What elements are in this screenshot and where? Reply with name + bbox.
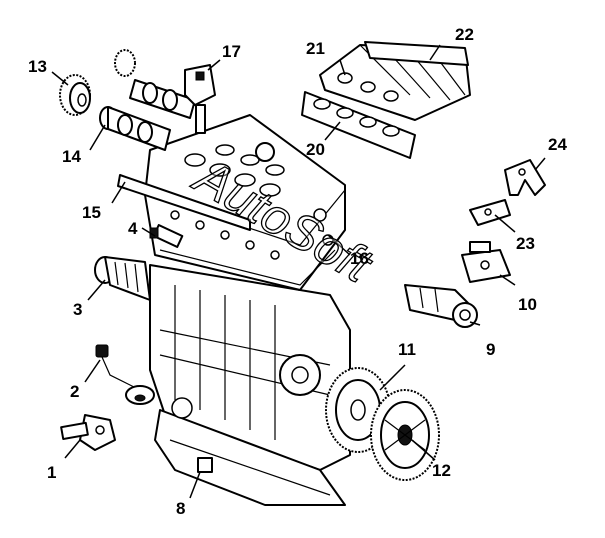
callout-24: 24 [548,135,567,154]
callout-16: 16 [350,249,369,268]
callout-14: 14 [62,147,81,166]
callout-13: 13 [28,57,47,76]
part-9-throttle [404,284,478,328]
part-21-22-manifold [319,41,471,121]
part-1-sensor [60,414,116,451]
part-20-gasket [301,91,416,159]
callout-3: 3 [73,300,82,319]
part-13-gear [59,74,91,116]
callout-11: 11 [398,340,416,359]
part-2-sensor [95,344,155,405]
callout-2: 2 [70,382,79,401]
callout-4: 4 [128,219,138,238]
callout-22: 22 [455,25,474,44]
engine-block [117,114,351,506]
callout-labels: 1 2 3 4 8 9 10 11 12 13 14 15 16 17 20 2… [28,25,567,518]
callout-20: 20 [306,140,325,159]
part-12-clutch [370,389,440,481]
callout-9: 9 [486,340,495,359]
callout-1: 1 [47,463,56,482]
callout-10: 10 [518,295,537,314]
callout-12: 12 [432,461,451,480]
part-4-sensor [149,224,184,248]
callout-17: 17 [222,42,241,61]
leader-lines [51,44,546,499]
part-10-valve [461,241,511,283]
part-8-plug [197,457,213,473]
callout-23: 23 [516,234,535,253]
part-3-housing [94,256,151,301]
part-14-camshaft [99,49,196,151]
callout-15: 15 [82,203,101,222]
callout-8: 8 [176,499,185,518]
callout-21: 21 [306,39,325,58]
part-17-coil [184,64,216,134]
part-24-bracket [504,159,546,196]
part-23-bracket [469,199,511,226]
